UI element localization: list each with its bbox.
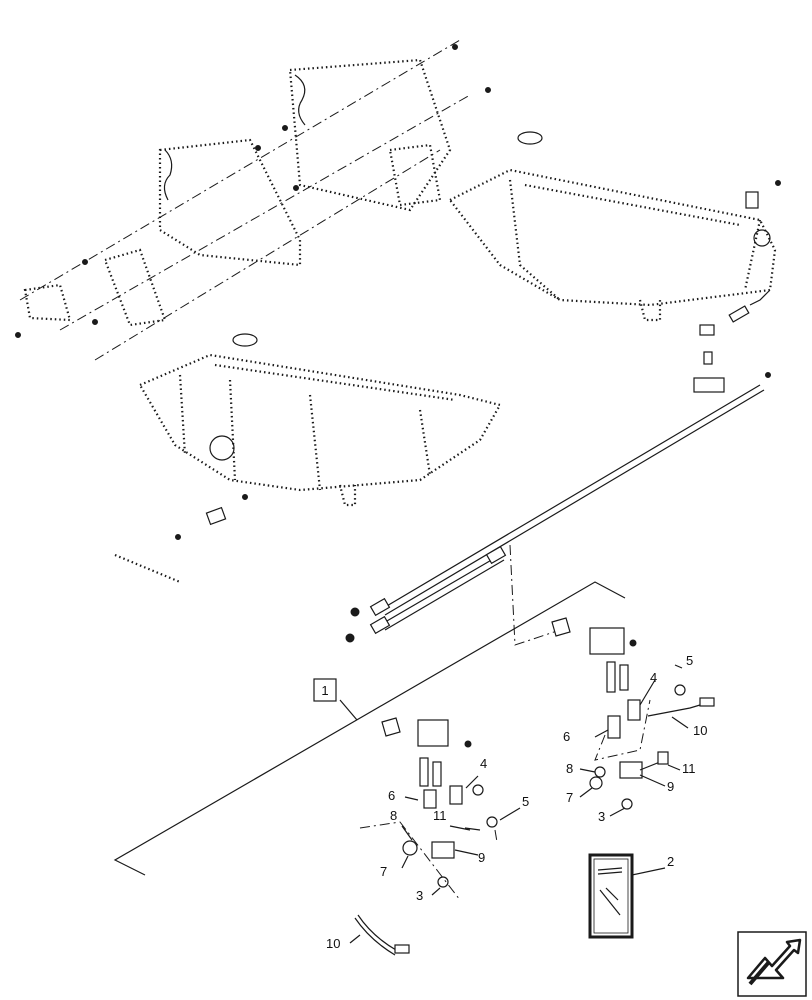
hose-assembly: [345, 384, 765, 646]
callout-right-3: 3: [598, 809, 605, 824]
left-valve-assembly: [349, 717, 521, 956]
callout-left-3: 3: [416, 888, 423, 903]
callout-left-10: 10: [326, 936, 340, 951]
decal-sheet: 2: [588, 853, 674, 939]
callout-left-9: 9: [478, 850, 485, 865]
callout-right-5: 5: [686, 653, 693, 668]
divider-plates-assembly: [15, 39, 491, 361]
callout-right-8: 8: [566, 761, 573, 776]
callout-left-4: 4: [480, 756, 487, 771]
next-page-arrow-icon[interactable]: [737, 931, 807, 997]
callout-left-5: 5: [522, 794, 529, 809]
callout-left-7: 7: [380, 864, 387, 879]
callout-right-4: 4: [650, 670, 657, 685]
left-frame: [114, 333, 502, 584]
callout-decal-2: 2: [667, 854, 674, 869]
callout-left-11: 11: [433, 808, 447, 823]
kit-reference-group: 1: [113, 581, 626, 876]
right-assembly-callouts: 5 4 6 10 8 11 7 9 3: [563, 653, 707, 824]
callout-right-9: 9: [667, 779, 674, 794]
reference-box: [313, 678, 337, 702]
callout-left-6: 6: [388, 788, 395, 803]
left-assembly-callouts: 4 6 5 8 11 7 9 3 10: [326, 756, 529, 951]
callout-right-7: 7: [566, 790, 573, 805]
reference-box-label: 1: [321, 683, 328, 698]
callout-right-6: 6: [563, 729, 570, 744]
callout-left-8: 8: [390, 808, 397, 823]
right-frame: [448, 131, 781, 393]
callout-right-11: 11: [682, 761, 696, 776]
right-valve-assembly: [551, 617, 715, 817]
callout-right-10: 10: [693, 723, 707, 738]
